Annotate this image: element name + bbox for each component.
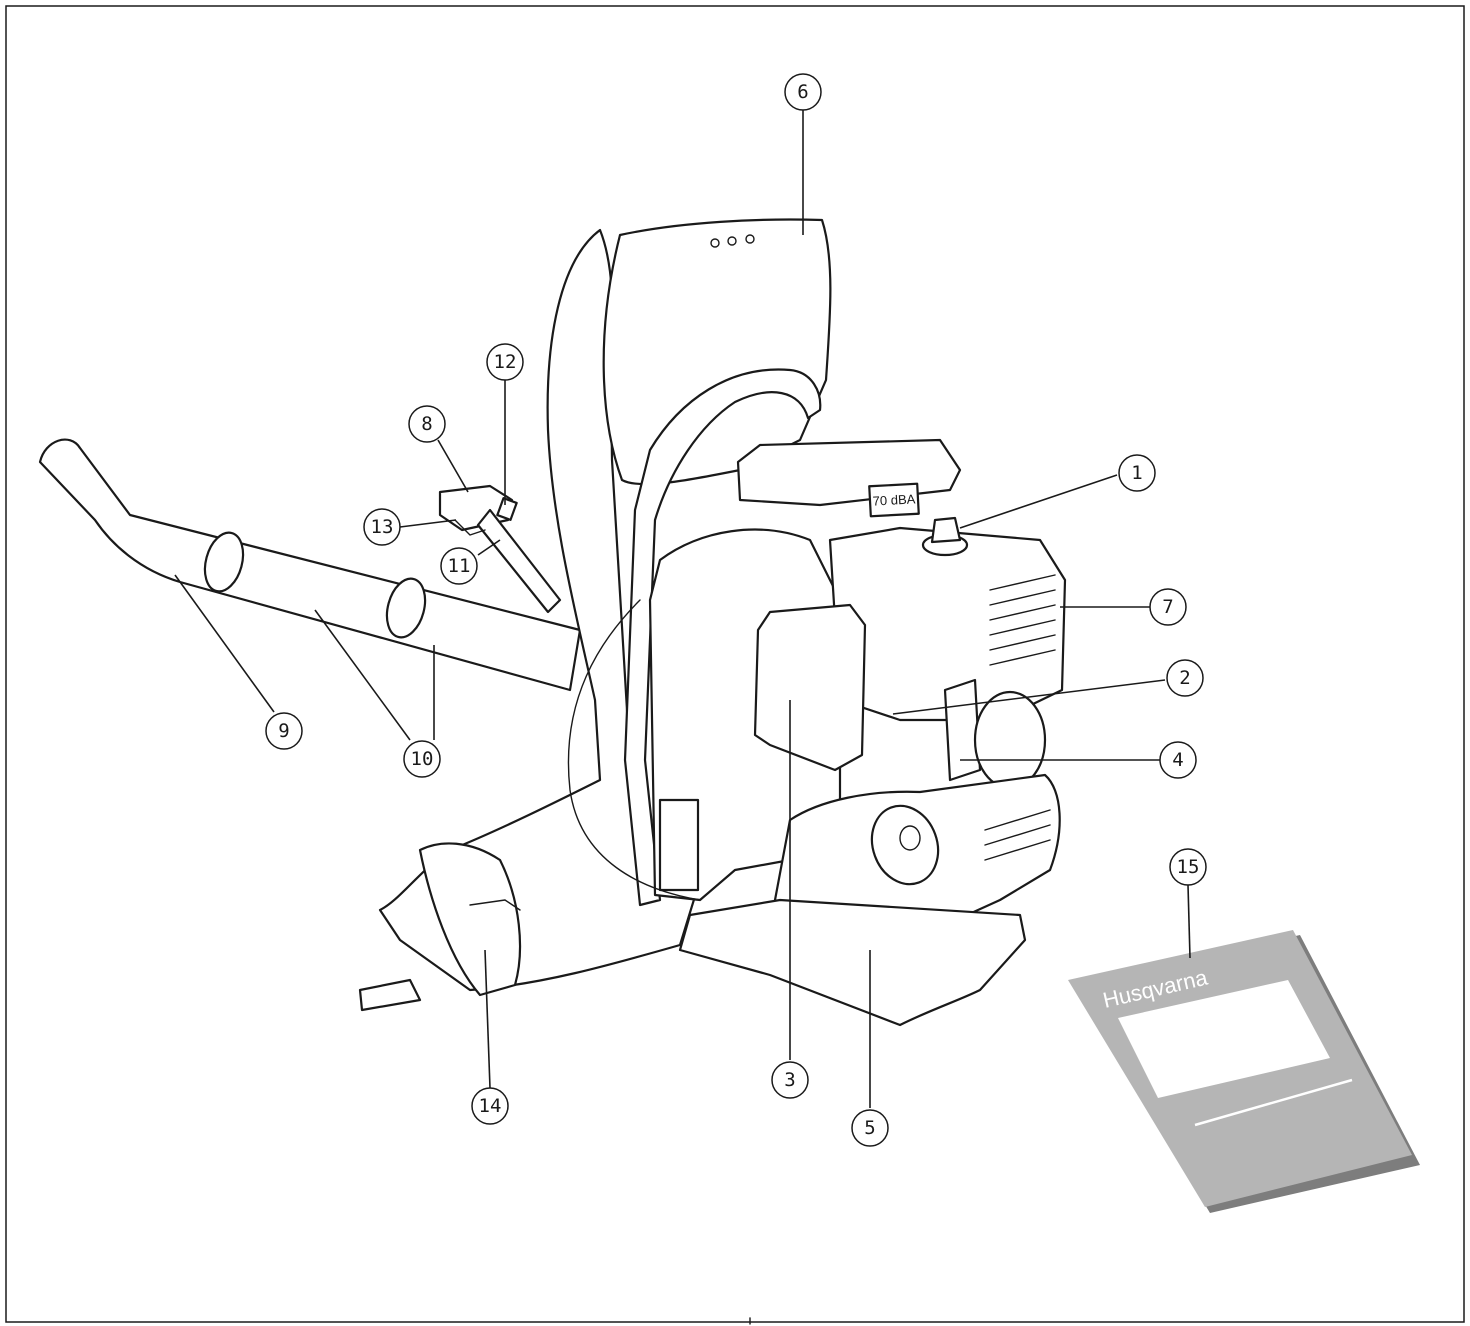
throttle-handle: [438, 484, 562, 614]
svg-text:7: 7: [1162, 596, 1173, 618]
svg-text:10: 10: [411, 748, 434, 770]
callouts: 1 2 3 4 5 6 7 8 9 10 11 12 13 14 15: [265, 73, 1207, 1147]
engine-cover: 70 dBA: [736, 438, 962, 518]
callout-10: 10: [403, 740, 441, 778]
housing-label-plate: [658, 798, 700, 892]
spark-plug: [921, 516, 969, 557]
callout-14: 14: [471, 1087, 509, 1125]
callout-4: 4: [1159, 741, 1197, 779]
callout-2: 2: [1166, 659, 1204, 697]
callout-11: 11: [440, 547, 478, 585]
callout-1: 1: [1118, 454, 1156, 492]
fuel-tank: [678, 773, 1061, 1027]
svg-text:6: 6: [797, 81, 808, 103]
svg-text:9: 9: [278, 720, 289, 742]
svg-text:5: 5: [864, 1117, 875, 1139]
blower-tube: [38, 438, 582, 692]
frame-tube: [623, 368, 822, 907]
callout-8: 8: [408, 405, 446, 443]
svg-text:3: 3: [784, 1069, 795, 1091]
diagram-border: [5, 5, 1465, 1323]
svg-text:15: 15: [1177, 856, 1200, 878]
callout-13: 13: [363, 508, 401, 546]
svg-text:13: 13: [371, 516, 394, 538]
operator-manual: Husqvarna: [1068, 930, 1420, 1213]
callout-9: 9: [265, 712, 303, 750]
air-filter-cover: [753, 603, 867, 772]
svg-text:8: 8: [421, 413, 432, 435]
callout-5: 5: [851, 1109, 889, 1147]
leader-lines: [174, 108, 1191, 1108]
noise-level-label: 70 dBA: [872, 491, 916, 508]
svg-text:2: 2: [1179, 667, 1190, 689]
callout-3: 3: [771, 1061, 809, 1099]
callout-12: 12: [486, 343, 524, 381]
callout-6: 6: [784, 73, 822, 111]
back-plate: [602, 218, 832, 486]
svg-text:4: 4: [1172, 749, 1183, 771]
harness: [358, 228, 702, 1012]
svg-text:14: 14: [479, 1095, 502, 1117]
svg-text:1: 1: [1131, 462, 1142, 484]
callout-7: 7: [1149, 588, 1187, 626]
throttle-cable: [567, 599, 701, 901]
callout-15: 15: [1169, 848, 1207, 886]
svg-text:11: 11: [448, 555, 471, 577]
svg-text:12: 12: [494, 351, 517, 373]
